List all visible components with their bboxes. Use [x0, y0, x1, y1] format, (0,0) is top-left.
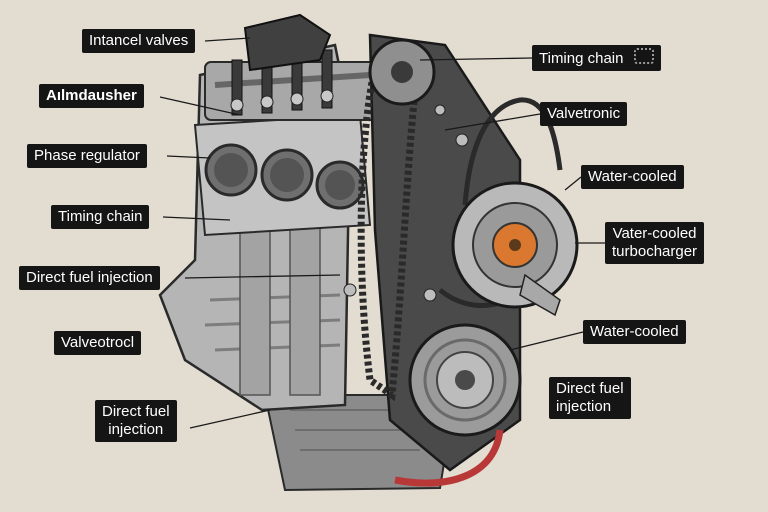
label-timing-chain-left: Timing chain [51, 205, 149, 229]
label-aimdausher: Aılmdausher [39, 84, 144, 108]
label-vater-cooled-turbocharger: Vater-cooled turbocharger [605, 222, 704, 264]
label-direct-fuel-injection-bottom: Direct fuel injection [95, 400, 177, 442]
label-timing-chain-right: Timing chain [532, 45, 661, 71]
label-water-cooled-top: Water-cooled [581, 165, 684, 189]
label-intancel-valves: Intancel valves [82, 29, 195, 53]
label-water-cooled-mid: Water-cooled [583, 320, 686, 344]
label-timing-chain-right-text: Timing chain [539, 50, 623, 67]
label-direct-fuel-injection-left: Direct fuel injection [19, 266, 160, 290]
label-valveotrocl: Valveotrocl [54, 331, 141, 355]
label-phase-regulator: Phase regulator [27, 144, 147, 168]
label-direct-fuel-injection-right: Direct fuel injection [549, 377, 631, 419]
chain-glyph-icon [634, 48, 654, 64]
label-valvetronic: Valvetronic [540, 102, 627, 126]
